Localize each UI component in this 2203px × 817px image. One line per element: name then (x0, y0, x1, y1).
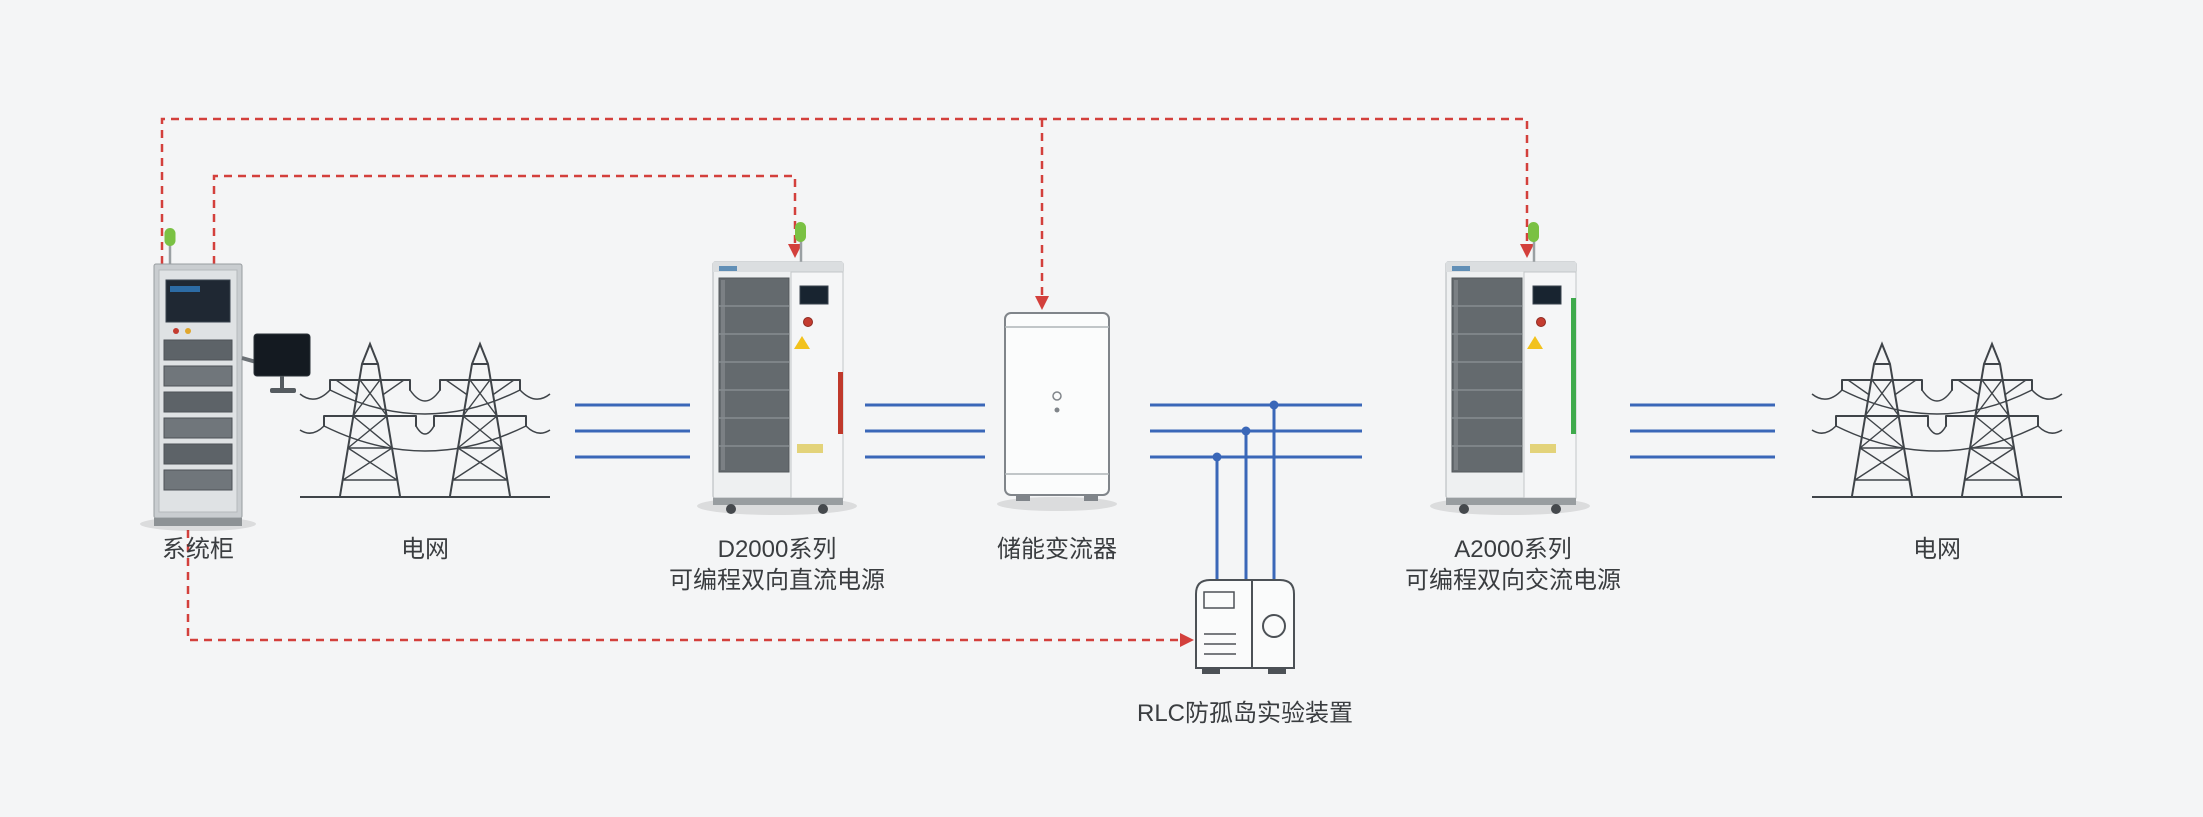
control-line-a2000 (160, 117, 1529, 264)
label-a2000-subtitle: 可编程双向交流电源 (1405, 567, 1621, 594)
antenna (164, 228, 176, 246)
label-storage-converter: 储能变流器 (997, 536, 1117, 563)
control-arrow-rlc (1180, 633, 1194, 647)
bus-junction-dot (1241, 426, 1251, 436)
label-d2000: D2000系列 可编程双向直流电源 (669, 534, 885, 596)
control-dashed-lines (160, 117, 1534, 647)
label-grid-right: 电网 (1913, 536, 1961, 563)
a2000-accent-strip (1571, 298, 1576, 434)
d2000-accent-strip (838, 372, 843, 434)
rlc-device (1195, 579, 1295, 674)
d2000-cabinet (695, 220, 859, 517)
bus-junction-dot (1212, 452, 1222, 462)
bus-lines-a2000-grid (1630, 403, 1775, 459)
control-line-d2000 (212, 174, 797, 264)
control-line-rlc (186, 530, 1180, 642)
bus-lines-converter-a2000 (1150, 403, 1362, 459)
label-system-cabinet: 系统柜 (162, 536, 234, 563)
label-a2000: A2000系列 可编程双向交流电源 (1405, 534, 1621, 596)
grid-tower-right (1812, 344, 2062, 497)
control-arrow-d2000 (788, 244, 802, 258)
label-d2000-subtitle: 可编程双向直流电源 (669, 567, 885, 594)
bus-lines-grid-d2000 (575, 403, 690, 459)
control-arrow-a2000 (1520, 244, 1534, 258)
bus-lines (575, 400, 1775, 580)
label-grid-left: 电网 (401, 536, 449, 563)
a2000-cabinet (1428, 220, 1592, 517)
monitor (253, 333, 311, 377)
bus-branch-to-rlc (1212, 400, 1279, 580)
control-arrow-converter (1035, 296, 1049, 310)
label-a2000-title: A2000系列 (1454, 536, 1572, 563)
label-rlc-device: RLC防孤岛实验装置 (1136, 700, 1354, 727)
bus-lines-d2000-converter (865, 403, 985, 459)
grid-tower-left (300, 344, 550, 497)
label-d2000-title: D2000系列 (717, 536, 837, 563)
system-cabinet (140, 228, 311, 531)
storage-converter (997, 312, 1117, 511)
bus-junction-dot (1269, 400, 1279, 410)
